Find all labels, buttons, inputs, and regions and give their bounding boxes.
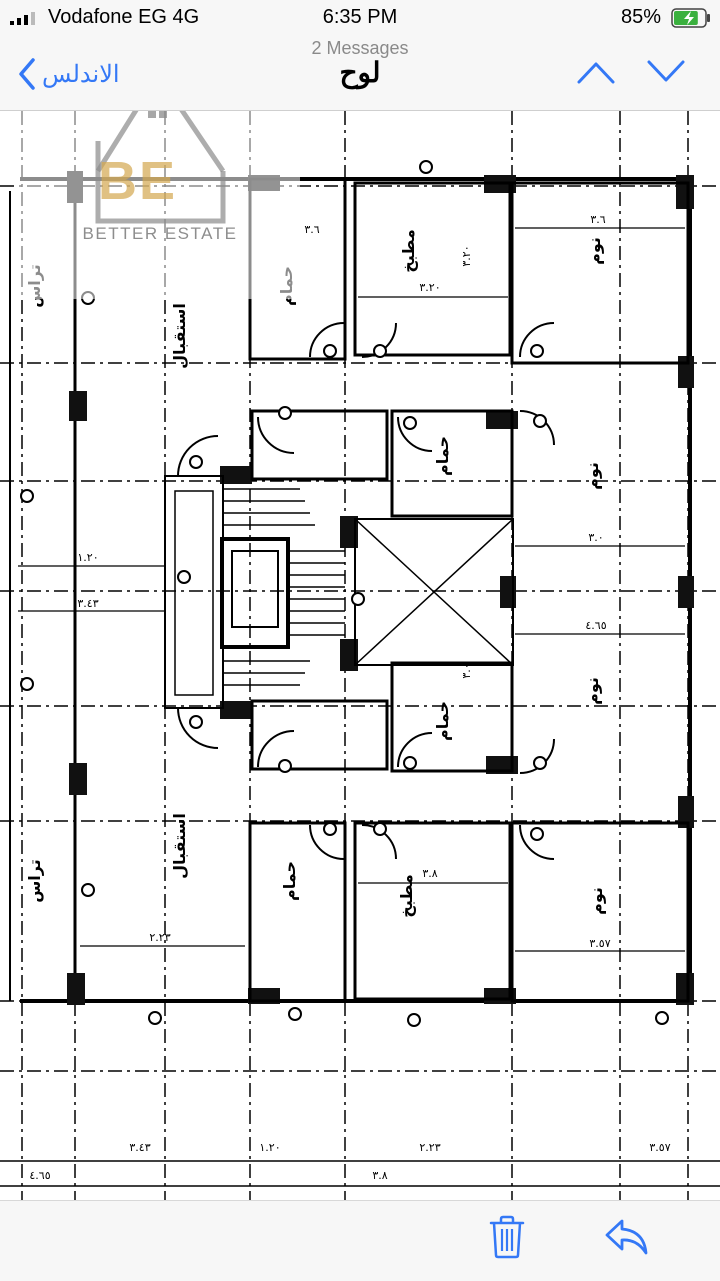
chevron-left-icon <box>19 58 35 90</box>
message-count: 2 Messages <box>311 38 409 58</box>
dimension-label: ٤.٦٥ <box>585 619 606 632</box>
room-label-reception: استقبال <box>170 813 189 879</box>
carrier-name: Vodafone EG 4G <box>48 6 200 28</box>
room-label-bedroom: نوم <box>587 887 606 915</box>
dimension-label: ٣.٨ <box>372 1169 387 1182</box>
battery-percent: 85% <box>621 6 662 28</box>
room-label-bath: حمام <box>433 436 452 476</box>
trash-icon[interactable] <box>488 1215 526 1259</box>
better-estate-watermark: BE BETTER ESTATE <box>18 111 300 299</box>
dimension-label: ٢.٢٣ <box>149 931 170 944</box>
room-label-reception: استقبال <box>170 303 189 369</box>
dimension-label: ٣.٠ <box>460 663 473 678</box>
room-label-kitchen: مطبخ <box>397 874 416 918</box>
floor-plan-drawing: نوم مطبخ حمام استقبال تراس نوم حمام نوم … <box>0 111 720 1200</box>
back-button[interactable]: الاندلس <box>18 54 120 94</box>
room-label-terrace: تراس <box>25 859 44 903</box>
chevron-down-icon[interactable] <box>646 58 686 86</box>
dimension-label: ٤.٦٥ <box>29 1169 50 1182</box>
room-label-bedroom: نوم <box>585 237 604 265</box>
clock: 6:35 PM <box>322 6 398 28</box>
signal-strength-icon <box>10 12 35 25</box>
dimension-label: ٣.٢٠ <box>460 245 473 266</box>
dimension-label: ٣.٥٧ <box>589 937 610 950</box>
room-label-bedroom: نوم <box>583 462 602 490</box>
dimension-label: ٣.٢٠ <box>419 281 440 294</box>
reply-icon[interactable] <box>604 1217 650 1257</box>
navigation-bar: 2 Messages لوح الاندلس <box>0 36 720 111</box>
room-label-kitchen: مطبخ <box>399 229 418 273</box>
dimension-label: ٣.٥٧ <box>649 1141 670 1154</box>
dimension-label: ١.٢٠ <box>259 1141 280 1154</box>
svg-text:BETTER ESTATE: BETTER ESTATE <box>83 224 238 243</box>
chevron-up-icon[interactable] <box>576 58 616 86</box>
bottom-toolbar <box>0 1200 720 1281</box>
dimension-label: ٣.٨ <box>422 867 437 880</box>
dimension-label: ٣.٤٣ <box>129 1141 150 1154</box>
battery-charging-icon <box>671 8 710 28</box>
dimension-label: ٣.٦ <box>304 223 319 236</box>
dimension-label: ٣.٠ <box>588 531 603 544</box>
page-title: لوح <box>339 57 381 88</box>
room-label-bath: حمام <box>280 861 299 901</box>
status-bar: Vodafone EG 4G 6:35 PM 85% <box>0 0 720 36</box>
room-label-bedroom: نوم <box>583 677 602 705</box>
room-label-bath: حمام <box>433 701 452 741</box>
back-label: الاندلس <box>42 60 120 88</box>
message-attachment-image[interactable]: نوم مطبخ حمام استقبال تراس نوم حمام نوم … <box>0 111 720 1200</box>
dimension-label: ٢.٢٣ <box>419 1141 440 1154</box>
svg-text:BE: BE <box>98 151 177 211</box>
dimension-label: ٣.٤٣ <box>77 597 98 610</box>
dimension-label: ١.٢٠ <box>77 551 98 564</box>
dimension-label: ٣.٦ <box>590 213 605 226</box>
